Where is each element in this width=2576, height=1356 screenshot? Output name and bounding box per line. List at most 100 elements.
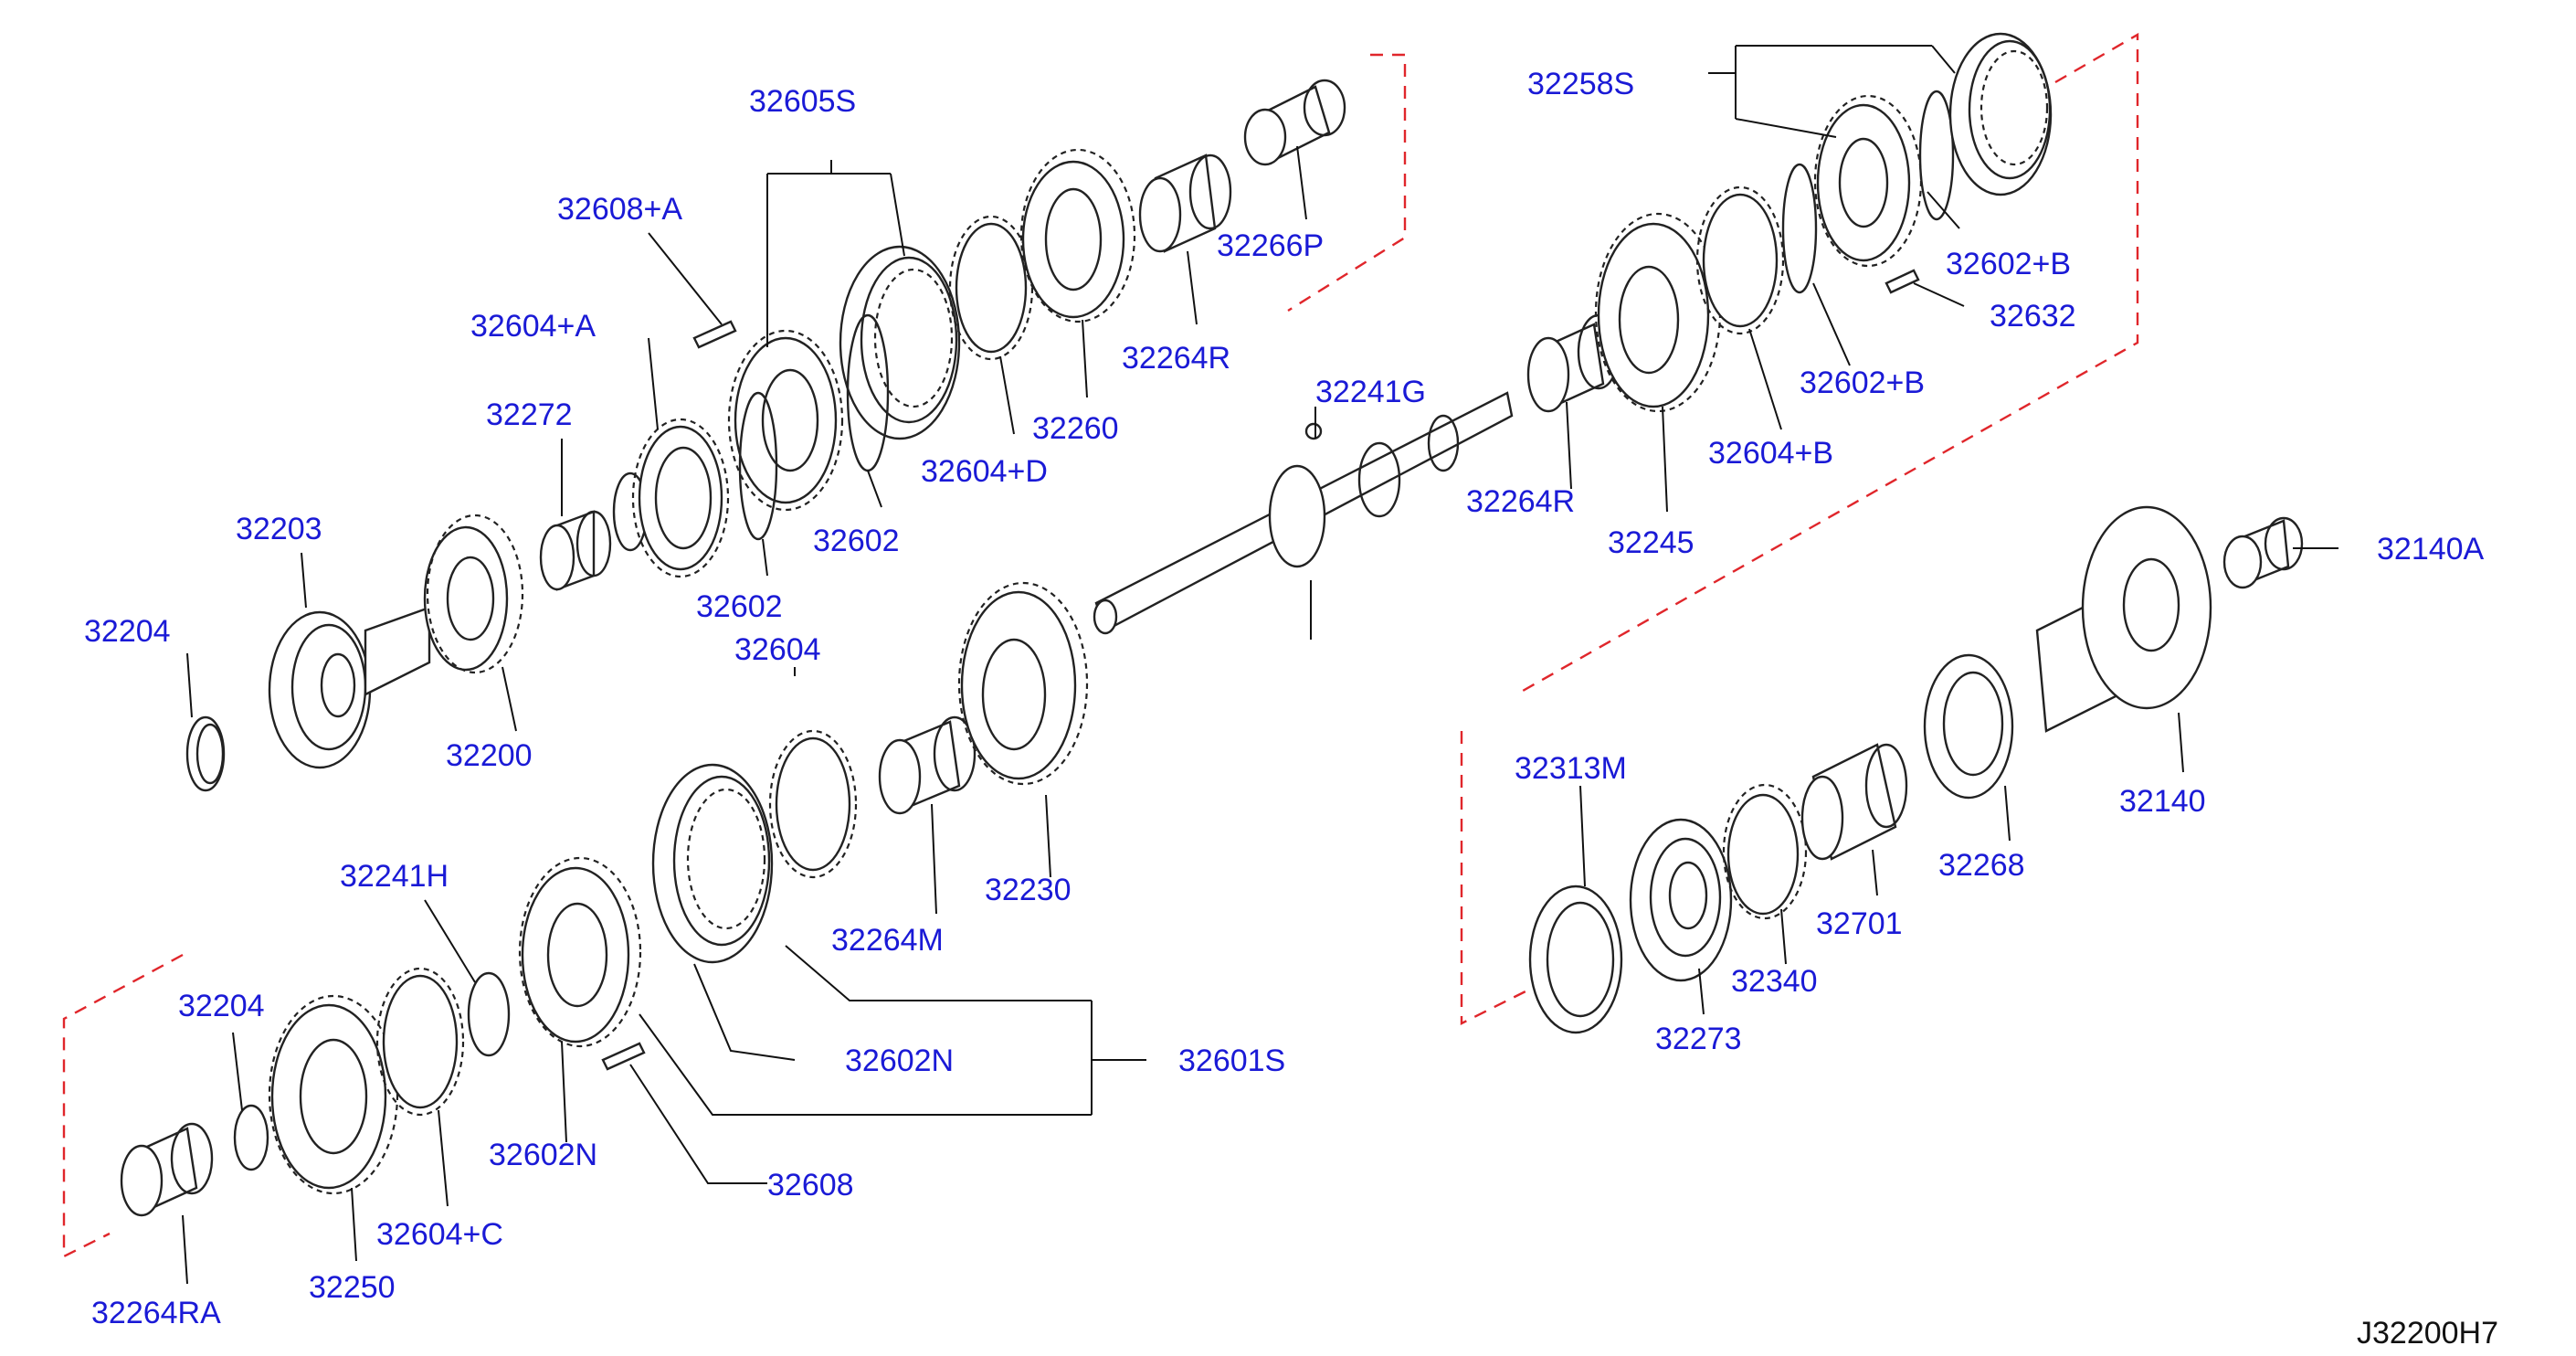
leader-32273 [1698, 968, 1705, 1015]
label-32340: 32340 [1731, 964, 1818, 999]
spring-32602B-a [1781, 163, 1818, 294]
gear-32340 [1722, 783, 1808, 920]
snap-ring-32204-top [185, 715, 226, 792]
nut-32140A [2222, 516, 2304, 589]
leader-32260 [1082, 319, 1088, 398]
synchro-hub-32601S [518, 856, 642, 1048]
label-32608A: 32608+A [557, 192, 682, 227]
label-32230: 32230 [985, 873, 1072, 907]
leader-32264RA [182, 1214, 188, 1285]
insert-key-32608 [601, 1042, 646, 1071]
leader-32264Ra [1187, 250, 1198, 325]
leader-32604B [1748, 328, 1782, 430]
label-32313M: 32313M [1515, 751, 1627, 786]
label-32245: 32245 [1608, 525, 1694, 560]
label-32604: 32604 [734, 632, 821, 667]
leader-32340 [1780, 908, 1787, 965]
bearing-32268 [1923, 653, 2014, 800]
spring-32602-a [738, 391, 778, 541]
label-32264Rb: 32264R [1466, 484, 1575, 519]
leader-32200 [501, 666, 517, 732]
leader-32602Ba [1927, 191, 1960, 229]
label-32258S: 32258S [1527, 67, 1634, 101]
leader-32266P [1296, 145, 1307, 220]
leader-32608A [648, 232, 723, 325]
leader-32632 [1913, 282, 1965, 307]
label-32204b: 32204 [178, 989, 265, 1023]
diagram-code: J32200H7 [2357, 1316, 2498, 1351]
leader-32204b [232, 1032, 243, 1111]
label-32140: 32140 [2119, 784, 2206, 819]
baulk-ring-32604C [375, 967, 465, 1117]
label-32264Ra: 32264R [1122, 341, 1230, 376]
label-32701: 32701 [1816, 906, 1903, 941]
bearing-retainer-32203 [268, 610, 372, 769]
label-32204a: 32204 [84, 614, 171, 649]
leader-32602a [762, 538, 768, 577]
baulk-ring-32604D [948, 215, 1034, 361]
boundary-bottom-left [62, 953, 184, 1258]
main-drive-gear-32200 [364, 514, 524, 696]
gear-32245 [1594, 212, 1722, 413]
label-32602Na: 32602N [489, 1138, 597, 1172]
spring-32602B-b [1918, 90, 1955, 221]
sleeve-32701 [1800, 743, 1908, 861]
label-32604B: 32604+B [1708, 436, 1833, 471]
label-32602Bb: 32602+B [1800, 365, 1925, 400]
baulk-ring-32604 [768, 729, 858, 879]
label-32140A: 32140A [2377, 532, 2485, 567]
label-32608: 32608 [767, 1168, 854, 1202]
leader-32264M [931, 803, 937, 915]
coupling-sleeve-32602 [839, 245, 961, 440]
leader-32605S [766, 160, 905, 347]
coupling-sleeve-32601S [651, 763, 774, 964]
needle-bearing-32272 [539, 510, 612, 591]
boundary-right-lower [1460, 731, 1536, 1025]
gear-32260 [1019, 148, 1136, 323]
label-32632: 32632 [1990, 299, 2076, 334]
leader-32264Rb [1566, 401, 1572, 490]
coupling-sleeve-32258S [1948, 32, 2053, 196]
label-32250: 32250 [309, 1270, 396, 1305]
leader-32204a [186, 652, 193, 718]
label-32272: 32272 [486, 397, 573, 432]
label-32266P: 32266P [1217, 228, 1324, 263]
leader-32602Nb [693, 963, 796, 1061]
bushing-32266P [1243, 79, 1346, 166]
label-32273: 32273 [1655, 1022, 1742, 1056]
label-32604C: 32604+C [376, 1217, 503, 1252]
leader-32701 [1872, 849, 1878, 896]
label-32264M: 32264M [831, 923, 944, 958]
label-32268: 32268 [1938, 848, 2025, 883]
leader-32608 [629, 1064, 767, 1184]
boundary-top-left [1287, 53, 1407, 313]
leader-32268 [2004, 785, 2011, 842]
label-32260: 32260 [1032, 411, 1119, 446]
bearing-32273 [1629, 818, 1733, 982]
insert-key-32632 [1884, 269, 1920, 294]
needle-bearing-32264M [878, 715, 977, 815]
baulk-ring-32604A [631, 418, 730, 578]
label-32200: 32200 [446, 738, 533, 773]
mainshaft-32241 [1093, 391, 1514, 635]
leader-32602Na [561, 1041, 567, 1143]
snap-ring-32204-bottom [233, 1104, 269, 1171]
leader-32258S [1708, 45, 1956, 138]
synchro-hub-32258S [1813, 94, 1923, 268]
synchro-hub-32605S [727, 329, 844, 512]
label-32601S: 32601S [1178, 1043, 1285, 1078]
label-32264RA: 32264RA [91, 1296, 221, 1330]
leader-32604C [438, 1109, 449, 1207]
insert-key-32608A [692, 320, 737, 349]
label-32605S: 32605S [749, 84, 856, 119]
spring-32241H [467, 971, 511, 1057]
label-32604D: 32604+D [921, 454, 1048, 489]
leader-32602Bb [1812, 282, 1851, 366]
flange-32140 [2035, 505, 2212, 733]
leader-32604D [999, 355, 1015, 435]
boundary-top-right [1515, 32, 2139, 696]
label-32203: 32203 [236, 512, 322, 546]
baulk-ring-32604B [1695, 185, 1785, 335]
leader-32604A [648, 337, 659, 430]
